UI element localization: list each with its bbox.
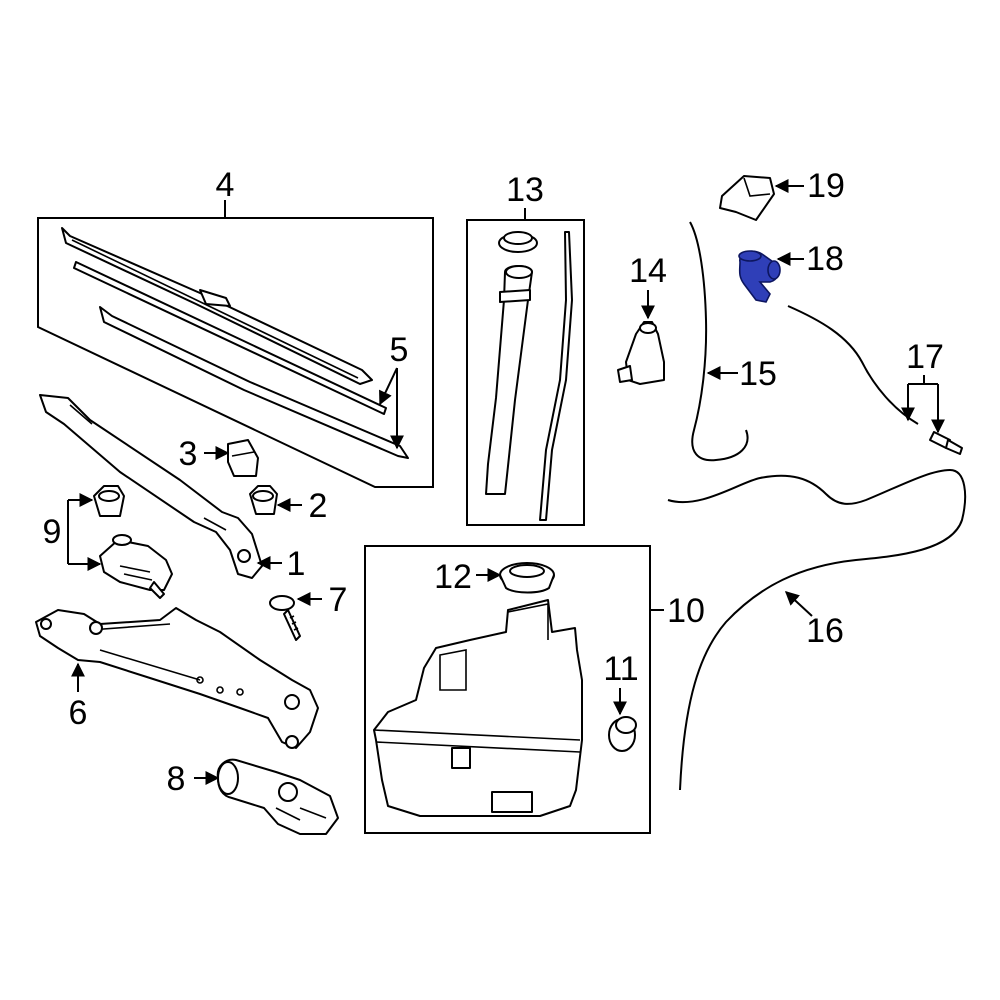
pump-nut[interactable] <box>93 485 125 517</box>
arm-nut[interactable] <box>249 485 278 515</box>
linkage-bolt[interactable] <box>269 595 301 641</box>
wiper-linkage[interactable] <box>35 607 319 749</box>
hose-connector[interactable] <box>738 250 781 303</box>
arm-cap[interactable] <box>227 439 259 477</box>
washer-nozzle[interactable] <box>617 321 665 385</box>
callout-10: 10 <box>667 592 705 630</box>
wiper-arm[interactable] <box>39 394 263 579</box>
nozzle-hose[interactable] <box>689 221 749 462</box>
callout-17: 17 <box>906 338 944 376</box>
reservoir-grommet[interactable] <box>608 716 637 752</box>
callout-9: 9 <box>43 513 62 551</box>
washer-level-gauge[interactable] <box>539 231 573 521</box>
hose-clip[interactable] <box>719 175 775 221</box>
callout-12: 12 <box>434 558 472 596</box>
callout-14: 14 <box>629 252 667 290</box>
nozzle-hose-right[interactable] <box>787 305 919 425</box>
callout-2: 2 <box>309 487 328 525</box>
washer-reservoir[interactable] <box>373 599 583 817</box>
callout-18: 18 <box>806 240 844 278</box>
reservoir-group-box <box>364 545 651 834</box>
callout-1: 1 <box>287 545 306 583</box>
callout-11: 11 <box>603 650 638 688</box>
callout-3: 3 <box>179 435 198 473</box>
hose-check-valve[interactable] <box>929 431 963 455</box>
blade-group-box <box>37 217 434 488</box>
callout-13: 13 <box>506 171 544 209</box>
callout-4: 4 <box>216 166 235 204</box>
wiper-motor[interactable] <box>216 758 339 835</box>
washer-main-hose[interactable] <box>667 469 967 791</box>
callout-16: 16 <box>806 612 844 650</box>
blade-refill-upper[interactable] <box>73 261 387 415</box>
callout-6: 6 <box>69 694 88 732</box>
leader-lines <box>67 179 945 785</box>
callout-labels: 4 5 3 2 1 9 7 6 8 13 14 15 19 18 17 16 1… <box>43 166 944 798</box>
filler-cap[interactable] <box>498 231 538 253</box>
reservoir-cap-seal[interactable] <box>499 562 555 594</box>
filler-neck-pipe[interactable] <box>485 265 533 495</box>
wiper-blade-assembly[interactable] <box>61 227 373 385</box>
blade-refill-lower[interactable] <box>99 306 409 459</box>
callout-5: 5 <box>390 331 409 369</box>
callout-8: 8 <box>167 760 186 798</box>
callout-7: 7 <box>329 581 348 619</box>
washer-pump[interactable] <box>99 534 173 599</box>
callout-15: 15 <box>739 355 777 393</box>
callout-19: 19 <box>807 167 845 205</box>
